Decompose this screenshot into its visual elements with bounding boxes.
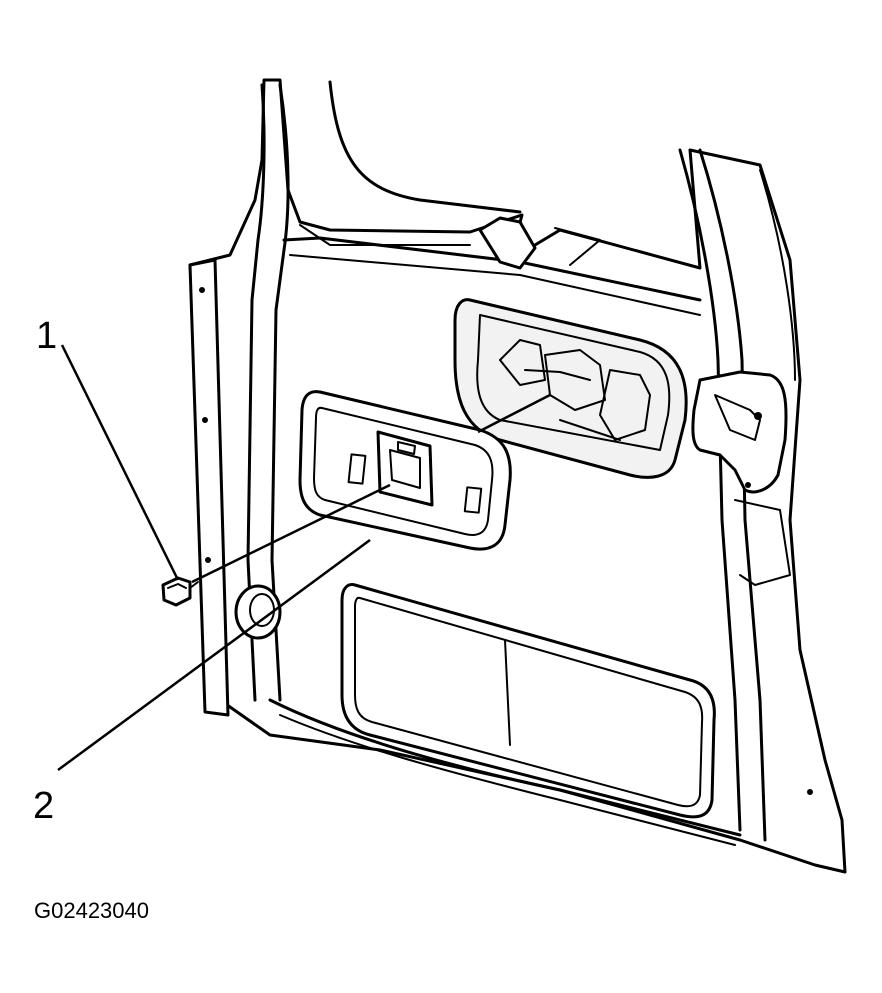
latch-recess <box>453 298 688 479</box>
handle-bezel-icon <box>298 390 512 551</box>
explode-lines <box>191 393 551 584</box>
map-pocket <box>340 583 716 819</box>
door-hinge <box>691 370 813 795</box>
callout-1-label: 1 <box>36 315 57 357</box>
figure-id: G02423040 <box>34 898 149 923</box>
callout-leaders <box>57 344 371 772</box>
callout-2-label: 2 <box>33 785 54 827</box>
access-hole <box>234 584 282 640</box>
